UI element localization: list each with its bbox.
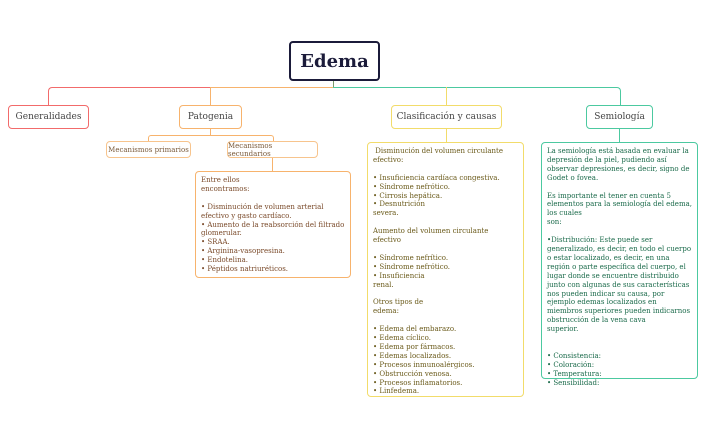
connector-green [333, 87, 621, 106]
topic-clasificacion[interactable]: Clasificación y causas [391, 105, 502, 129]
topic-patogenia[interactable]: Patogenia [179, 105, 242, 129]
connector-yellow [446, 87, 447, 105]
connector-clas-detail [446, 128, 447, 142]
topic-generalidades[interactable]: Generalidades [8, 105, 89, 129]
central-topic[interactable]: Edema [289, 41, 380, 81]
topic-semiologia[interactable]: Semiología [586, 105, 653, 129]
connector-orange [210, 87, 334, 106]
connector-semi-detail [619, 128, 620, 142]
clasificacion-detail[interactable]: Disminución del volumen circulante efect… [367, 142, 524, 397]
semiologia-detail[interactable]: La semiología está basada en evaluar la … [541, 142, 698, 387]
connector [333, 80, 334, 87]
connector-sec-detail [272, 158, 273, 171]
connector-red [48, 87, 212, 106]
connector-pato-sub [148, 135, 274, 142]
subtopic-mecanismos-secundarios[interactable]: Mecanismos secundarios [227, 141, 318, 158]
connector-pato-sub [210, 128, 211, 135]
subtopic-mecanismos-primarios[interactable]: Mecanismos primarios [106, 141, 191, 158]
patogenia-detail[interactable]: Entre ellos encontramos: • Disminución d… [195, 171, 351, 278]
